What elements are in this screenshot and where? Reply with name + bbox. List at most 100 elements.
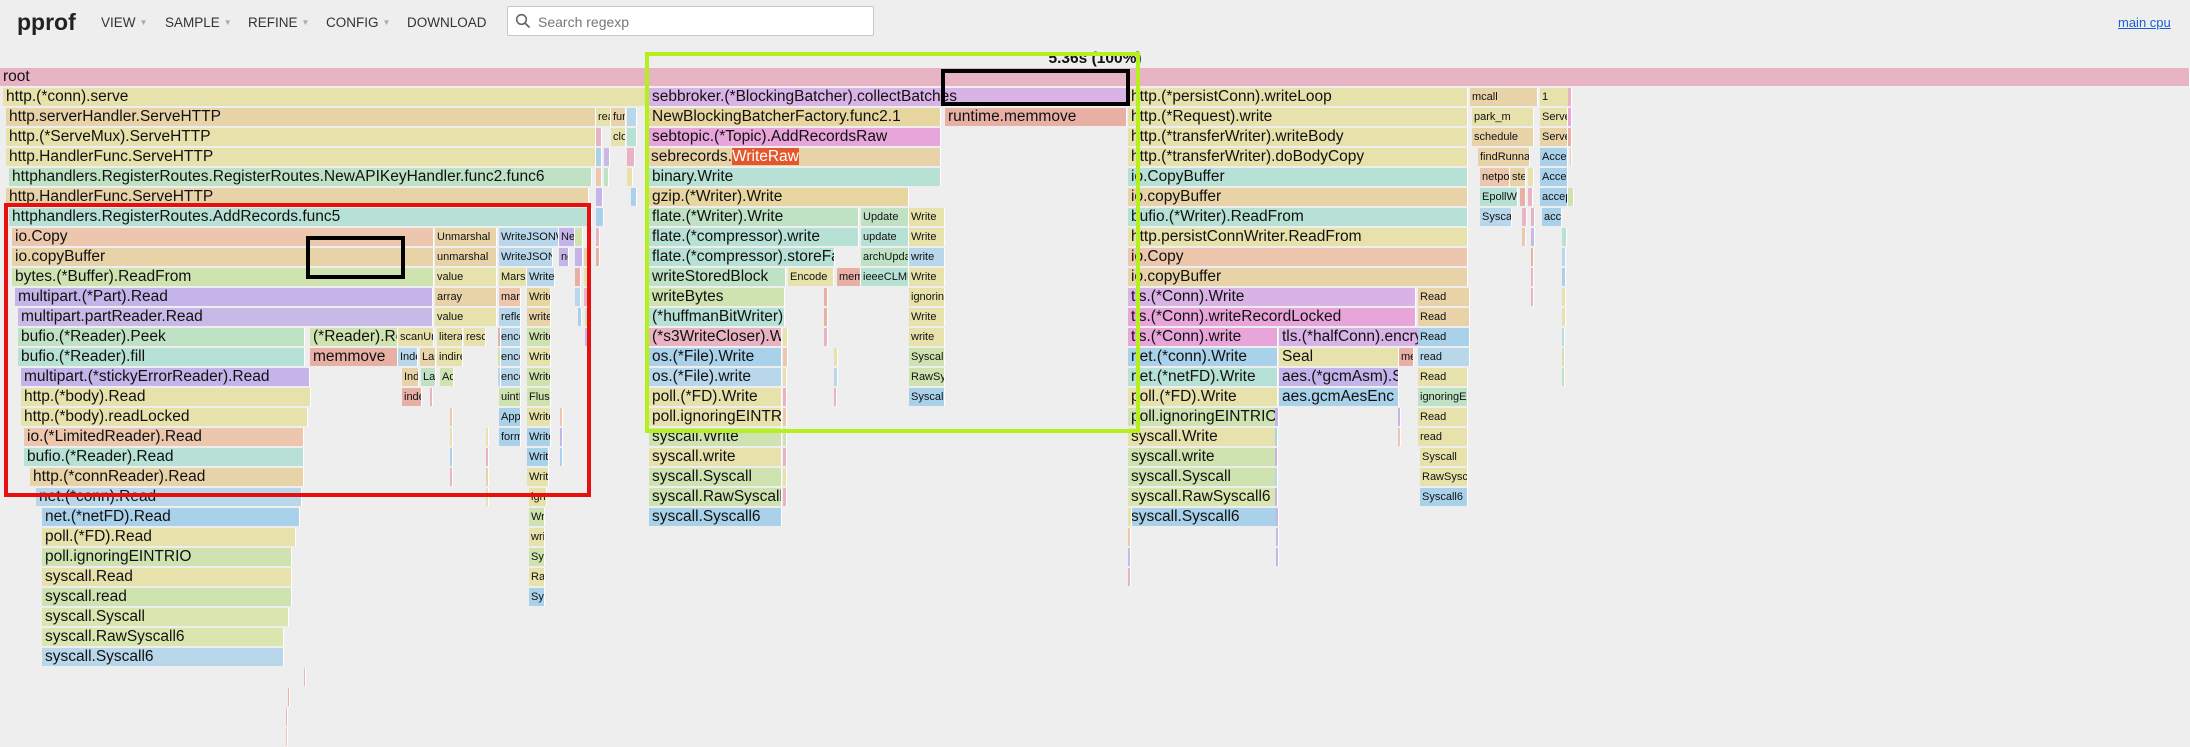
flame-frame-sliver[interactable] <box>286 708 288 727</box>
flame-frame[interactable]: http.(*persistConn).writeLoop <box>1128 88 1468 107</box>
flame-frame[interactable]: Read <box>1418 368 1468 387</box>
flame-frame-sliver[interactable] <box>1275 428 1278 447</box>
flame-frame[interactable]: bufio.(*Reader).fill <box>18 348 305 367</box>
flame-frame[interactable]: syscall.Syscall6 <box>42 648 284 667</box>
flame-frame[interactable]: archUpdateIE <box>861 248 909 267</box>
flame-frame[interactable]: syscall.Syscall <box>42 608 289 627</box>
flame-frame[interactable]: WriteJSON <box>499 248 553 267</box>
flame-frame[interactable]: Las <box>420 348 436 367</box>
flame-frame[interactable]: io.CopyBuffer <box>1128 168 1468 187</box>
flame-frame[interactable]: ste <box>1510 168 1526 187</box>
flame-frame[interactable]: findRunnable <box>1478 148 1530 167</box>
flame-frame-sliver[interactable] <box>1128 568 1131 587</box>
flame-frame-sliver[interactable] <box>1522 228 1526 247</box>
menu-sample[interactable]: SAMPLE▼ <box>165 15 232 30</box>
flame-frame-sliver[interactable] <box>1275 408 1279 427</box>
flame-frame-sliver[interactable] <box>584 288 588 307</box>
flame-frame-sliver[interactable] <box>1531 228 1535 247</box>
flame-frame[interactable]: Write <box>527 408 551 427</box>
flame-frame-sliver[interactable] <box>560 428 563 447</box>
flame-frame[interactable]: form <box>499 428 521 447</box>
flame-frame[interactable]: write <box>909 248 945 267</box>
flame-frame[interactable]: syscall.write <box>649 448 782 467</box>
flame-frame[interactable]: index <box>402 388 422 407</box>
flame-frame-sliver[interactable] <box>1520 188 1526 207</box>
flame-frame[interactable]: io.copyBuffer <box>1128 188 1468 207</box>
flame-frame[interactable]: NewBlockingBatcherFactory.func2.1 <box>649 108 941 127</box>
flame-frame[interactable]: http.(*ServeMux).ServeHTTP <box>6 128 596 147</box>
flame-frame-sliver[interactable] <box>834 368 838 387</box>
flame-frame[interactable]: Syscall6 <box>909 388 945 407</box>
flame-frame-sliver[interactable] <box>1562 228 1567 247</box>
flame-frame-sliver[interactable] <box>1562 288 1566 307</box>
flame-frame-sliver[interactable] <box>1531 288 1534 307</box>
flame-frame[interactable]: Write <box>527 468 549 487</box>
flame-frame-sliver[interactable] <box>486 428 489 447</box>
flame-frame[interactable]: Index <box>398 348 418 367</box>
flame-frame-sliver[interactable] <box>1562 248 1566 267</box>
flame-frame-sliver[interactable] <box>304 668 306 687</box>
flame-frame[interactable]: syscall.RawSyscall6 <box>649 488 782 507</box>
flame-frame[interactable]: net.(*conn).Read <box>36 488 302 507</box>
flame-frame-sliver[interactable] <box>585 328 589 347</box>
flame-frame-sliver[interactable] <box>486 488 489 507</box>
flame-frame-sliver[interactable] <box>783 428 787 447</box>
flame-frame[interactable]: ne <box>559 248 569 267</box>
flame-frame[interactable]: resca <box>464 328 486 347</box>
flame-frame-sliver[interactable] <box>1531 208 1535 227</box>
flame-frame[interactable]: Write <box>527 448 549 467</box>
flame-frame-sliver[interactable] <box>596 148 602 167</box>
flame-frame-sliver[interactable] <box>1528 168 1534 187</box>
flame-frame[interactable]: Encode <box>788 268 834 287</box>
flame-frame[interactable]: Sy <box>529 548 545 567</box>
flame-frame[interactable]: WriteJSONWithS <box>499 228 559 247</box>
flame-frame[interactable]: bytes.(*Buffer).ReadFrom <box>12 268 434 287</box>
flame-frame[interactable]: tls.(*Conn).write <box>1128 328 1278 347</box>
flame-frame-sliver[interactable] <box>627 168 633 187</box>
flame-frame[interactable]: multipart.(*Part).Read <box>15 288 433 307</box>
flame-frame[interactable]: writeStoredBlock <box>649 268 786 287</box>
flame-frame[interactable]: http.HandlerFunc.ServeHTTP <box>6 148 596 167</box>
flame-frame[interactable]: mcall <box>1470 88 1538 107</box>
flame-frame-sliver[interactable] <box>824 308 828 327</box>
flame-frame-sliver[interactable] <box>498 328 501 347</box>
flame-frame-sliver[interactable] <box>631 188 637 207</box>
flame-frame-sliver[interactable] <box>1276 528 1279 547</box>
flame-frame[interactable]: Serve <box>1540 108 1568 127</box>
flame-frame[interactable]: sebbroker.(*BlockingBatcher).collectBatc… <box>649 88 1128 107</box>
flame-frame[interactable]: poll.ignoringEINTRIO <box>1128 408 1278 427</box>
flame-frame[interactable]: syscall.Write <box>1128 428 1278 447</box>
flame-frame[interactable]: Read <box>1418 328 1470 347</box>
flame-frame[interactable]: Write <box>527 328 551 347</box>
flame-frame-sliver[interactable] <box>1276 548 1279 567</box>
flame-frame-sliver[interactable] <box>1531 248 1534 267</box>
menu-refine[interactable]: REFINE▼ <box>248 15 309 30</box>
flame-frame[interactable]: poll.(*FD).Write <box>649 388 782 407</box>
flame-frame[interactable]: Write <box>909 308 945 327</box>
flame-frame[interactable]: io.Copy <box>1128 248 1468 267</box>
flame-frame[interactable]: http.(*transferWriter).writeBody <box>1128 128 1468 147</box>
flame-frame[interactable]: httphandlers.RegisterRoutes.RegisterRout… <box>9 168 592 187</box>
flame-frame[interactable]: tls.(*Conn).writeRecordLocked <box>1128 308 1416 327</box>
flame-frame[interactable]: ieeeCLMUL <box>861 268 909 287</box>
flame-frame-sliver[interactable] <box>783 488 787 507</box>
flame-frame[interactable]: fun <box>611 108 626 127</box>
flame-frame-sliver[interactable] <box>783 408 787 427</box>
flame-frame-sliver[interactable] <box>1531 268 1534 287</box>
flame-frame[interactable]: Accep <box>1540 148 1568 167</box>
flame-frame-sliver[interactable] <box>1398 428 1401 447</box>
flame-frame-sliver[interactable] <box>1562 328 1565 347</box>
flame-frame-sliver[interactable] <box>596 188 603 207</box>
flame-frame[interactable]: multipart.(*stickyErrorReader).Read <box>21 368 310 387</box>
flame-frame[interactable]: Syscall <box>1420 448 1468 467</box>
flame-frame-sliver[interactable] <box>584 248 588 267</box>
flame-frame[interactable]: Write <box>527 368 551 387</box>
flame-frame-sliver[interactable] <box>1528 188 1533 207</box>
flame-frame-sliver[interactable] <box>585 308 589 327</box>
flame-frame[interactable]: http.(*body).readLocked <box>21 408 308 427</box>
flame-frame[interactable]: poll.(*FD).Write <box>1128 388 1278 407</box>
flame-frame[interactable]: memmove <box>310 348 398 367</box>
flame-frame[interactable]: syscall.Syscall <box>649 468 782 487</box>
flame-frame[interactable]: Read <box>1418 288 1470 307</box>
flame-frame[interactable]: flate.(*Writer).Write <box>649 208 859 227</box>
